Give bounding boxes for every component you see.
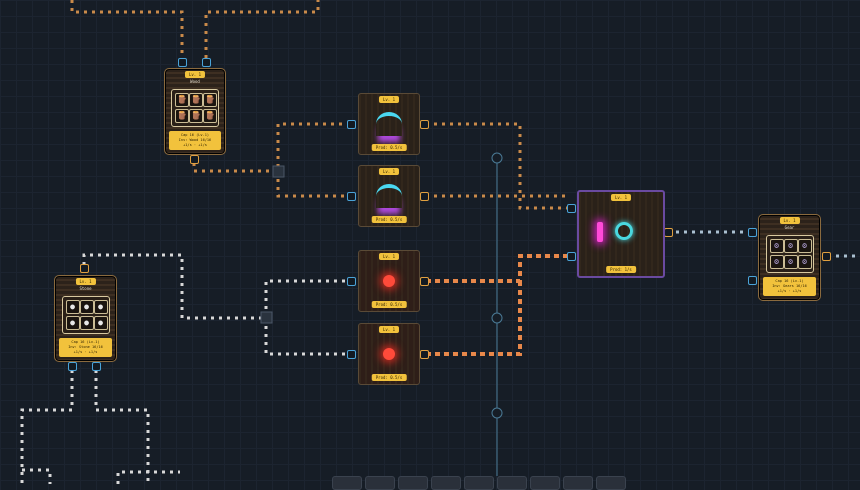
output-port[interactable]	[80, 264, 89, 273]
inventory-grid: ●●● ●●●	[61, 296, 110, 334]
conveyor-belt	[426, 254, 570, 356]
magenta-core-icon	[597, 222, 603, 242]
hotbar-slot[interactable]	[563, 476, 593, 490]
input-port[interactable]	[347, 120, 356, 129]
storage-stone[interactable]: Lv. 1 Stone ●●● ●●● Cap 16 (Lv.1)Inv: St…	[54, 275, 117, 362]
input-port[interactable]	[567, 204, 576, 213]
input-port[interactable]	[748, 276, 757, 285]
conveyor-belt	[70, 0, 320, 58]
machine-wood-processor[interactable]: Lv. 1 Prod: 0.5/s	[358, 165, 420, 227]
stone-icon: ●	[79, 300, 94, 314]
level-badge: Lv. 1	[378, 326, 400, 333]
output-port[interactable]	[420, 277, 429, 286]
production-rate: Prod: 0.5/s	[371, 301, 407, 308]
hotbar-slot[interactable]	[596, 476, 626, 490]
output-port[interactable]	[420, 120, 429, 129]
conveyor-belt	[426, 122, 570, 210]
hotbar-slot[interactable]	[398, 476, 428, 490]
input-port[interactable]	[567, 252, 576, 261]
hotbar-slot[interactable]	[431, 476, 461, 490]
output-port[interactable]	[420, 350, 429, 359]
wood-icon: 🪵	[175, 93, 189, 107]
gear-icon: ⚙	[769, 239, 784, 253]
wood-icon: 🪵	[203, 109, 217, 123]
level-badge: Lv. 1	[378, 96, 400, 103]
input-port[interactable]	[202, 58, 211, 67]
furnace-core-icon	[383, 348, 395, 360]
hotbar-slot[interactable]	[332, 476, 362, 490]
storage-gear[interactable]: Lv. 1 Gear ⚙⚙⚙ ⚙⚙⚙ Cap 16 (Lv.1)Inv: Gea…	[758, 214, 821, 301]
hotbar-slot[interactable]	[365, 476, 395, 490]
guide-handle	[491, 407, 503, 419]
input-port[interactable]	[347, 192, 356, 201]
machine-core-icon	[376, 112, 402, 136]
hotbar-slot[interactable]	[530, 476, 560, 490]
level-badge: Lv. 1	[779, 217, 800, 224]
production-rate: Prod: 0.5/s	[371, 216, 407, 223]
hotbar	[332, 476, 626, 490]
inventory-grid: 🪵🪵🪵 🪵🪵🪵	[171, 89, 219, 127]
gear-icon: ⚙	[783, 239, 798, 253]
gear-icon: ⚙	[769, 255, 784, 269]
output-port[interactable]	[190, 155, 199, 164]
hotbar-slot[interactable]	[464, 476, 494, 490]
conveyor-belt	[82, 253, 350, 356]
stone-icon: ●	[93, 300, 108, 314]
splitter-node	[272, 165, 285, 178]
gear-icon: ⚙	[783, 255, 798, 269]
input-port[interactable]	[347, 277, 356, 286]
stone-icon: ●	[65, 300, 80, 314]
guide-handle	[491, 312, 503, 324]
machine-stone-smelter[interactable]: Lv. 1 Prod: 0.5/s	[358, 250, 420, 312]
stone-icon: ●	[65, 316, 80, 330]
furnace-core-icon	[383, 275, 395, 287]
production-rate: Prod: 0.5/s	[371, 144, 407, 151]
output-port[interactable]	[664, 228, 673, 237]
machine-wood-processor[interactable]: Lv. 1 Prod: 0.5/s	[358, 93, 420, 155]
machine-core-icon	[376, 184, 402, 208]
cyan-ring-icon	[615, 222, 633, 240]
input-port[interactable]	[748, 228, 757, 237]
level-badge: Lv. 1	[378, 253, 400, 260]
level-badge: Lv. 1	[184, 71, 206, 78]
input-port[interactable]	[92, 362, 101, 371]
production-rate: Prod: 0.5/s	[371, 374, 407, 381]
input-port[interactable]	[347, 350, 356, 359]
wood-icon: 🪵	[175, 109, 189, 123]
inventory-grid: ⚙⚙⚙ ⚙⚙⚙	[765, 235, 814, 273]
output-port[interactable]	[822, 252, 831, 261]
stone-icon: ●	[93, 316, 108, 330]
storage-wood[interactable]: Lv. 1 Wood 🪵🪵🪵 🪵🪵🪵 Cap 16 (Lv.1)Inv: Woo…	[164, 68, 226, 155]
level-badge: Lv. 1	[75, 278, 96, 285]
wood-icon: 🪵	[189, 109, 203, 123]
hotbar-slot[interactable]	[497, 476, 527, 490]
wood-icon: 🪵	[203, 93, 217, 107]
machine-stone-smelter[interactable]: Lv. 1 Prod: 0.5/s	[358, 323, 420, 385]
storage-info: Cap 16 (Lv.1)Inv: Stone 16/16+1/s · +1/s	[59, 338, 112, 357]
gear-assembler[interactable]: Lv. 1 Prod: 1/s	[577, 190, 665, 278]
conveyor-belt	[20, 370, 180, 484]
storage-info: Cap 16 (Lv.1)Inv: Gears 16/16+1/s · +1/s	[763, 277, 816, 296]
output-port[interactable]	[420, 192, 429, 201]
input-port[interactable]	[68, 362, 77, 371]
storage-info: Cap 16 (Lv.1)Inv: Wood 16/16+1/s · +1/s	[169, 131, 221, 150]
guide-handle	[491, 152, 503, 164]
production-rate: Prod: 1/s	[606, 266, 636, 273]
storage-title: Stone	[79, 286, 92, 291]
gear-icon: ⚙	[797, 255, 812, 269]
wood-icon: 🪵	[189, 93, 203, 107]
storage-title: Gear	[784, 225, 795, 230]
storage-title: Wood	[190, 79, 200, 84]
level-badge: Lv. 1	[610, 194, 632, 201]
conveyor-belt	[668, 230, 860, 258]
input-port[interactable]	[178, 58, 187, 67]
gear-icon: ⚙	[797, 239, 812, 253]
level-badge: Lv. 1	[378, 168, 400, 175]
splitter-node	[260, 311, 273, 324]
stone-icon: ●	[79, 316, 94, 330]
